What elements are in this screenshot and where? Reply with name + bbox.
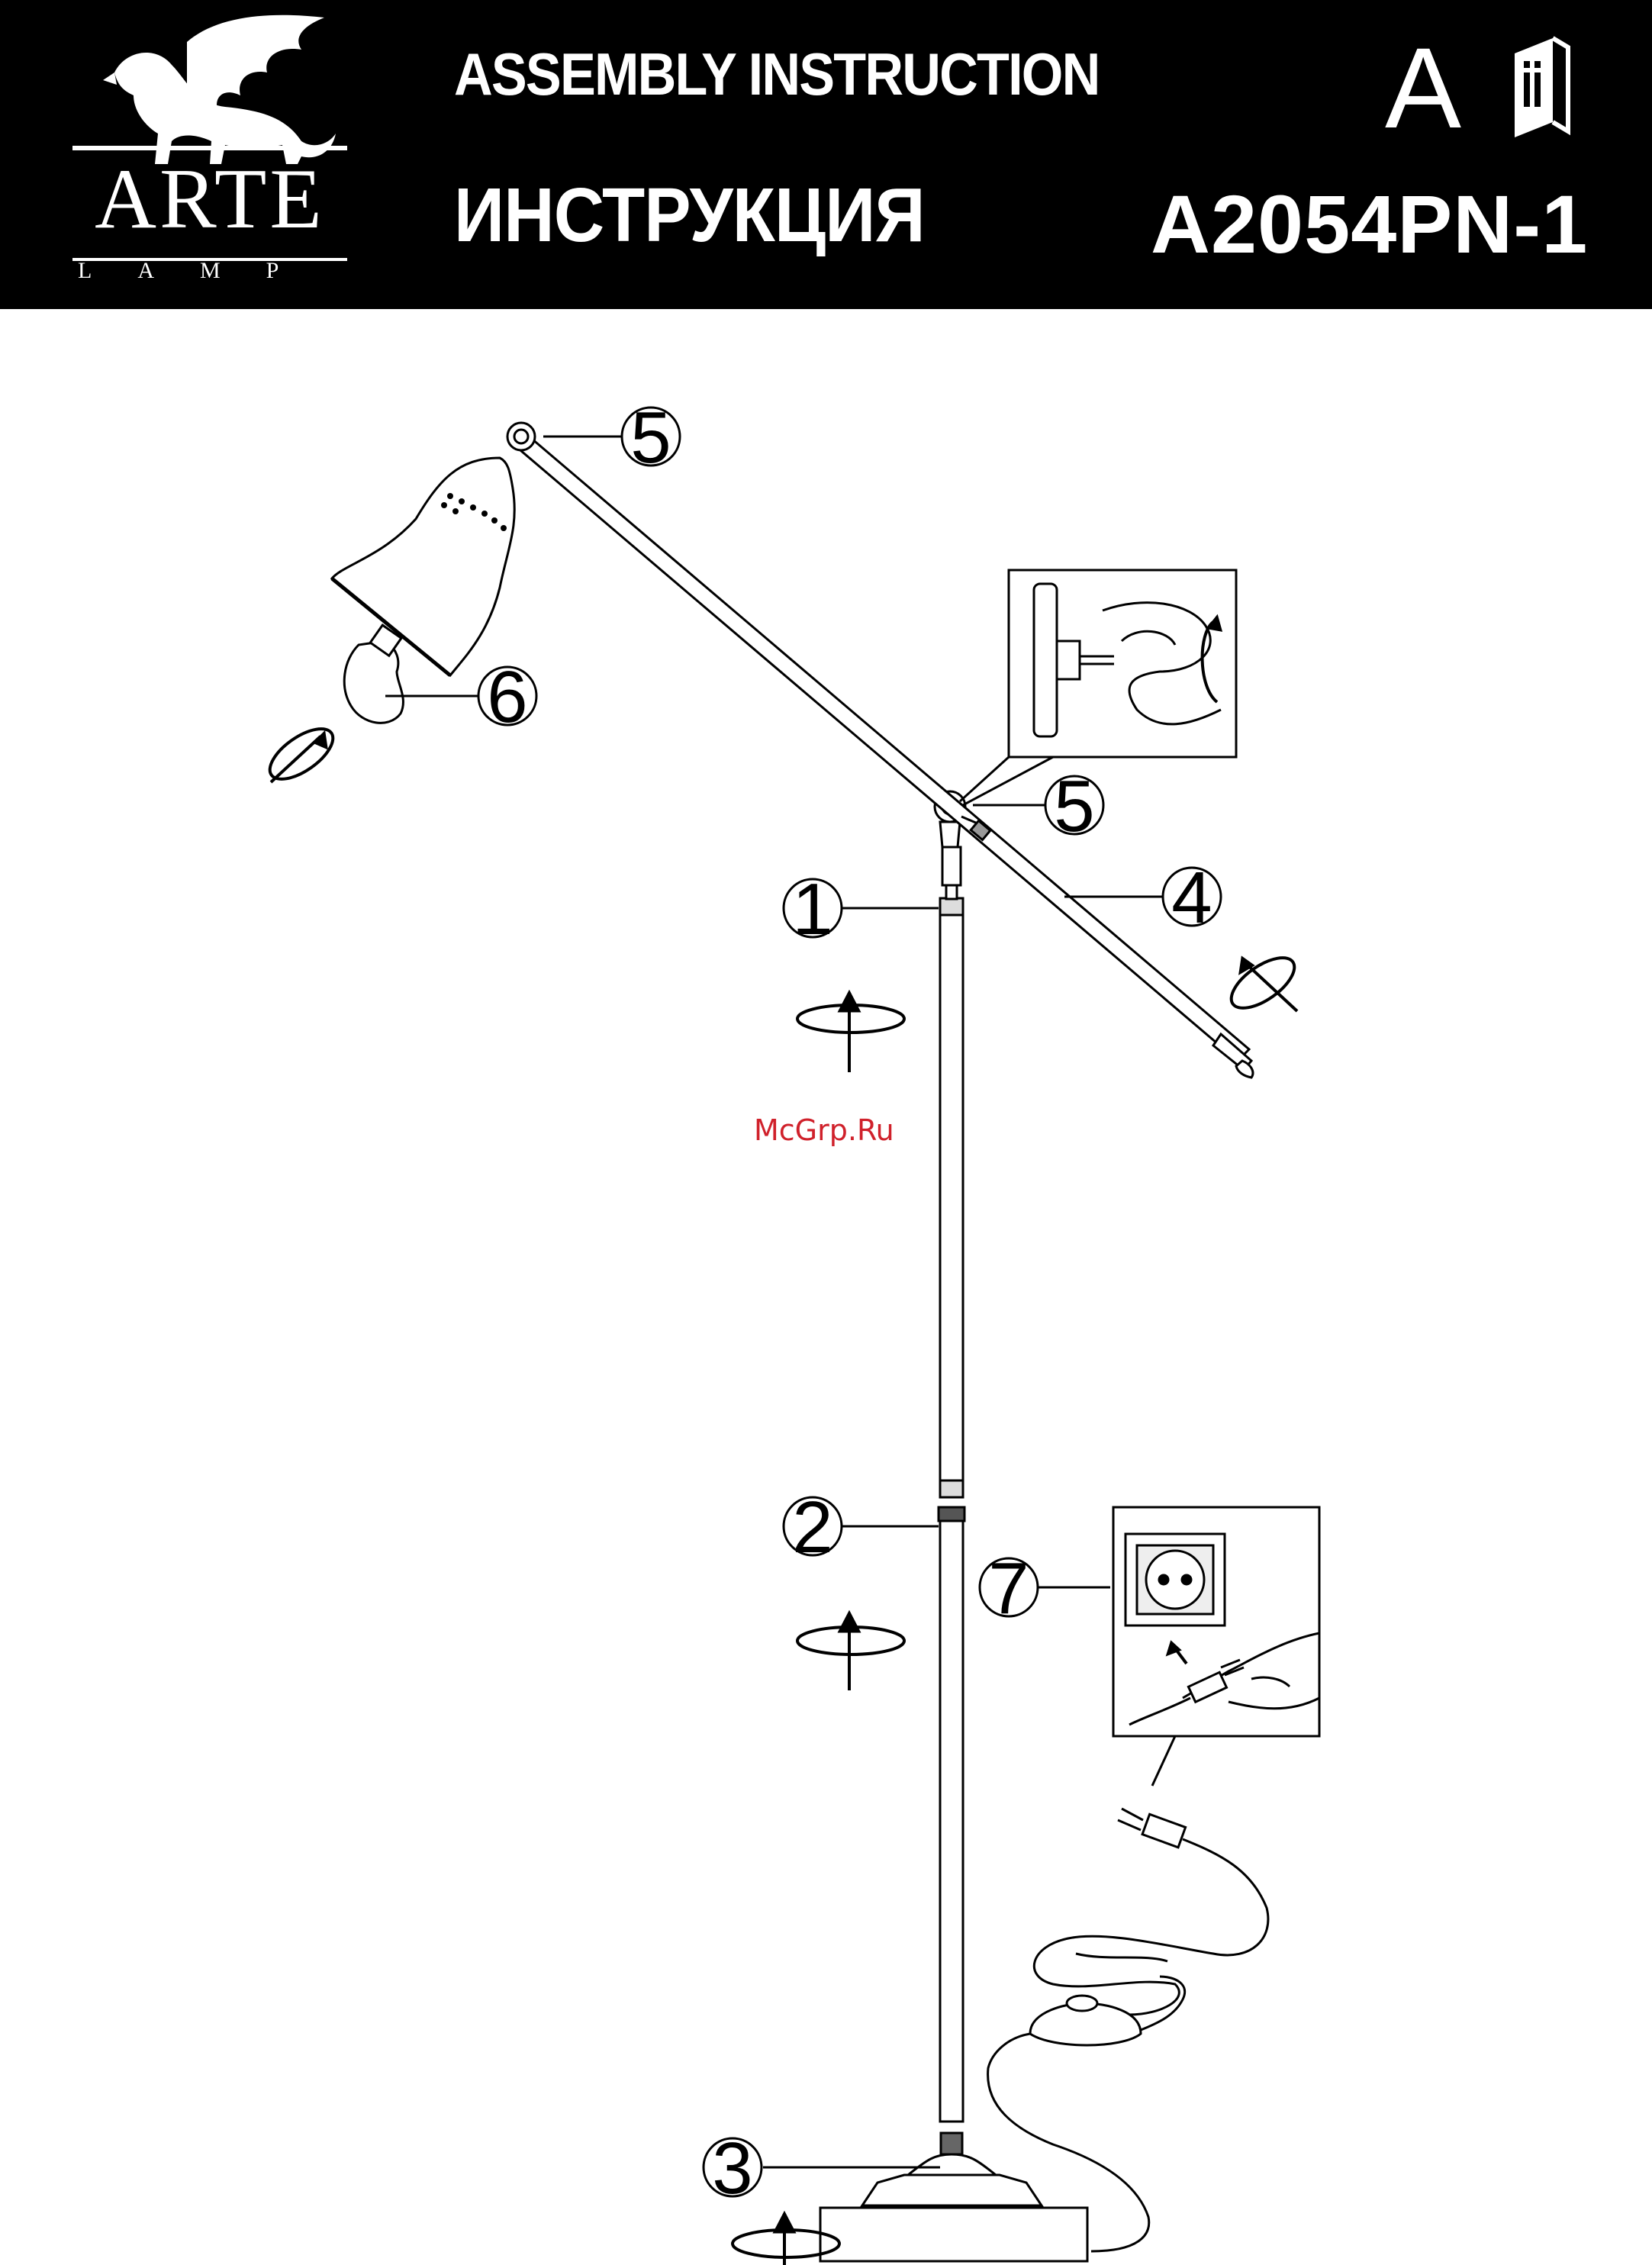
brand-subtitle: LAMP — [78, 259, 345, 282]
callout-6: 6 — [487, 656, 527, 738]
callout-7: 7 — [988, 1548, 1029, 1629]
rotate-arrow-icon — [1223, 948, 1303, 1017]
callout-3: 3 — [712, 2128, 752, 2209]
brand-name: ARTE — [72, 156, 347, 242]
language-letter: A — [1385, 31, 1461, 145]
lamp-shade — [332, 458, 514, 675]
tube-part-1 — [940, 898, 963, 1493]
callout-5-lower: 5 — [1054, 765, 1094, 847]
rotate-arrow-icon — [797, 1005, 904, 1072]
title-russian: ИНСТРУКЦИЯ — [454, 177, 925, 253]
callout-5-upper: 5 — [630, 397, 671, 478]
callout-2: 2 — [792, 1487, 832, 1568]
model-number: A2054PN-1 — [1151, 183, 1588, 266]
rotate-arrow-icon — [262, 719, 341, 788]
watermark: McGrp.Ru — [754, 1116, 894, 1145]
title-english: ASSEMBLY INSTRUCTION — [454, 44, 1100, 104]
callout-4: 4 — [1171, 857, 1212, 939]
callout-1: 1 — [792, 868, 832, 950]
tube-part-2 — [940, 1507, 963, 2122]
info-book-icon — [1507, 31, 1576, 145]
base-part-3 — [908, 2154, 996, 2175]
assembly-diagram: 5 6 5 4 1 2 7 3 — [0, 309, 1652, 2265]
rotate-arrow-icon — [797, 1625, 904, 1690]
bulb-part-6 — [344, 641, 403, 723]
header-bar: ARTE LAMP ASSEMBLY INSTRUCTION ИНСТРУКЦИ… — [0, 0, 1652, 309]
